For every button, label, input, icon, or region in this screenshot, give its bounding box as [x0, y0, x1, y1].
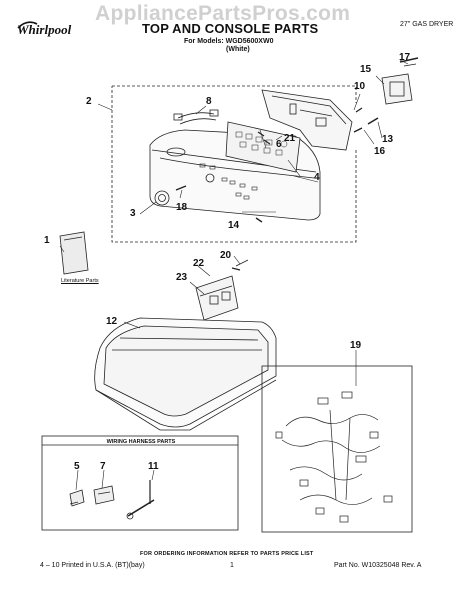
leader-lines	[59, 59, 409, 491]
page-number: 1	[230, 562, 234, 569]
callout-5: 5	[74, 461, 80, 472]
literature-parts-drawing	[59, 231, 89, 275]
callout-17: 17	[399, 52, 411, 63]
callout-14: 14	[228, 220, 240, 231]
literature-parts-label: Literature Parts	[61, 278, 99, 284]
knob-drawing	[154, 190, 170, 206]
callout-15: 15	[360, 64, 372, 75]
callout-11: 11	[148, 461, 159, 472]
wiring-harness-parts-box	[41, 435, 239, 531]
callout-22: 22	[193, 258, 205, 269]
callout-3: 3	[130, 208, 136, 219]
print-info: 4 – 10 Printed in U.S.A. (BT)(bay)	[40, 562, 145, 569]
wiring-harness-parts-title: WIRING HARNESS PARTS	[106, 439, 176, 445]
callout-23: 23	[176, 272, 188, 283]
fasteners-drawing	[175, 107, 379, 271]
top-panel-drawing	[94, 317, 277, 431]
color-line: (White)	[226, 46, 250, 53]
callout-13: 13	[382, 134, 394, 145]
rear-parts-drawing	[381, 57, 419, 105]
harness-parts-drawing	[69, 480, 155, 520]
main-harness-drawing	[275, 391, 393, 523]
bracket-assembly-drawing	[195, 259, 249, 321]
whirlpool-logo-icon: Whirlpool	[17, 21, 72, 37]
callout-12: 12	[106, 316, 118, 327]
callout-1: 1	[44, 235, 50, 246]
callout-4: 4	[314, 172, 320, 183]
part-number: Part No. W10325048 Rev. A	[334, 562, 422, 569]
callout-8: 8	[206, 96, 212, 107]
callout-19: 19	[350, 340, 362, 351]
callout-21: 21	[284, 133, 296, 144]
svg-text:Whirlpool: Whirlpool	[17, 22, 72, 37]
product-type: 27" GAS DRYER	[400, 21, 454, 28]
ordering-info: FOR ORDERING INFORMATION REFER TO PARTS …	[140, 551, 314, 557]
page-title: TOP AND CONSOLE PARTS	[142, 21, 319, 36]
callout-18: 18	[176, 202, 188, 213]
callout-10: 10	[354, 81, 366, 92]
callout-7: 7	[100, 461, 106, 472]
watermark: AppliancePartsPros.com	[95, 2, 351, 25]
console-group-box	[112, 85, 357, 103]
control-board-drawing	[225, 121, 301, 173]
callout-20: 20	[220, 250, 232, 261]
callout-6: 6	[276, 139, 282, 150]
console-harness-drawing	[173, 109, 219, 125]
callout-2: 2	[86, 96, 92, 107]
wiring-harness-box	[261, 365, 413, 533]
model-line: For Models: WGD5600XW0	[184, 38, 274, 45]
callout-16: 16	[374, 146, 386, 157]
rear-bracket-drawing	[261, 89, 353, 151]
